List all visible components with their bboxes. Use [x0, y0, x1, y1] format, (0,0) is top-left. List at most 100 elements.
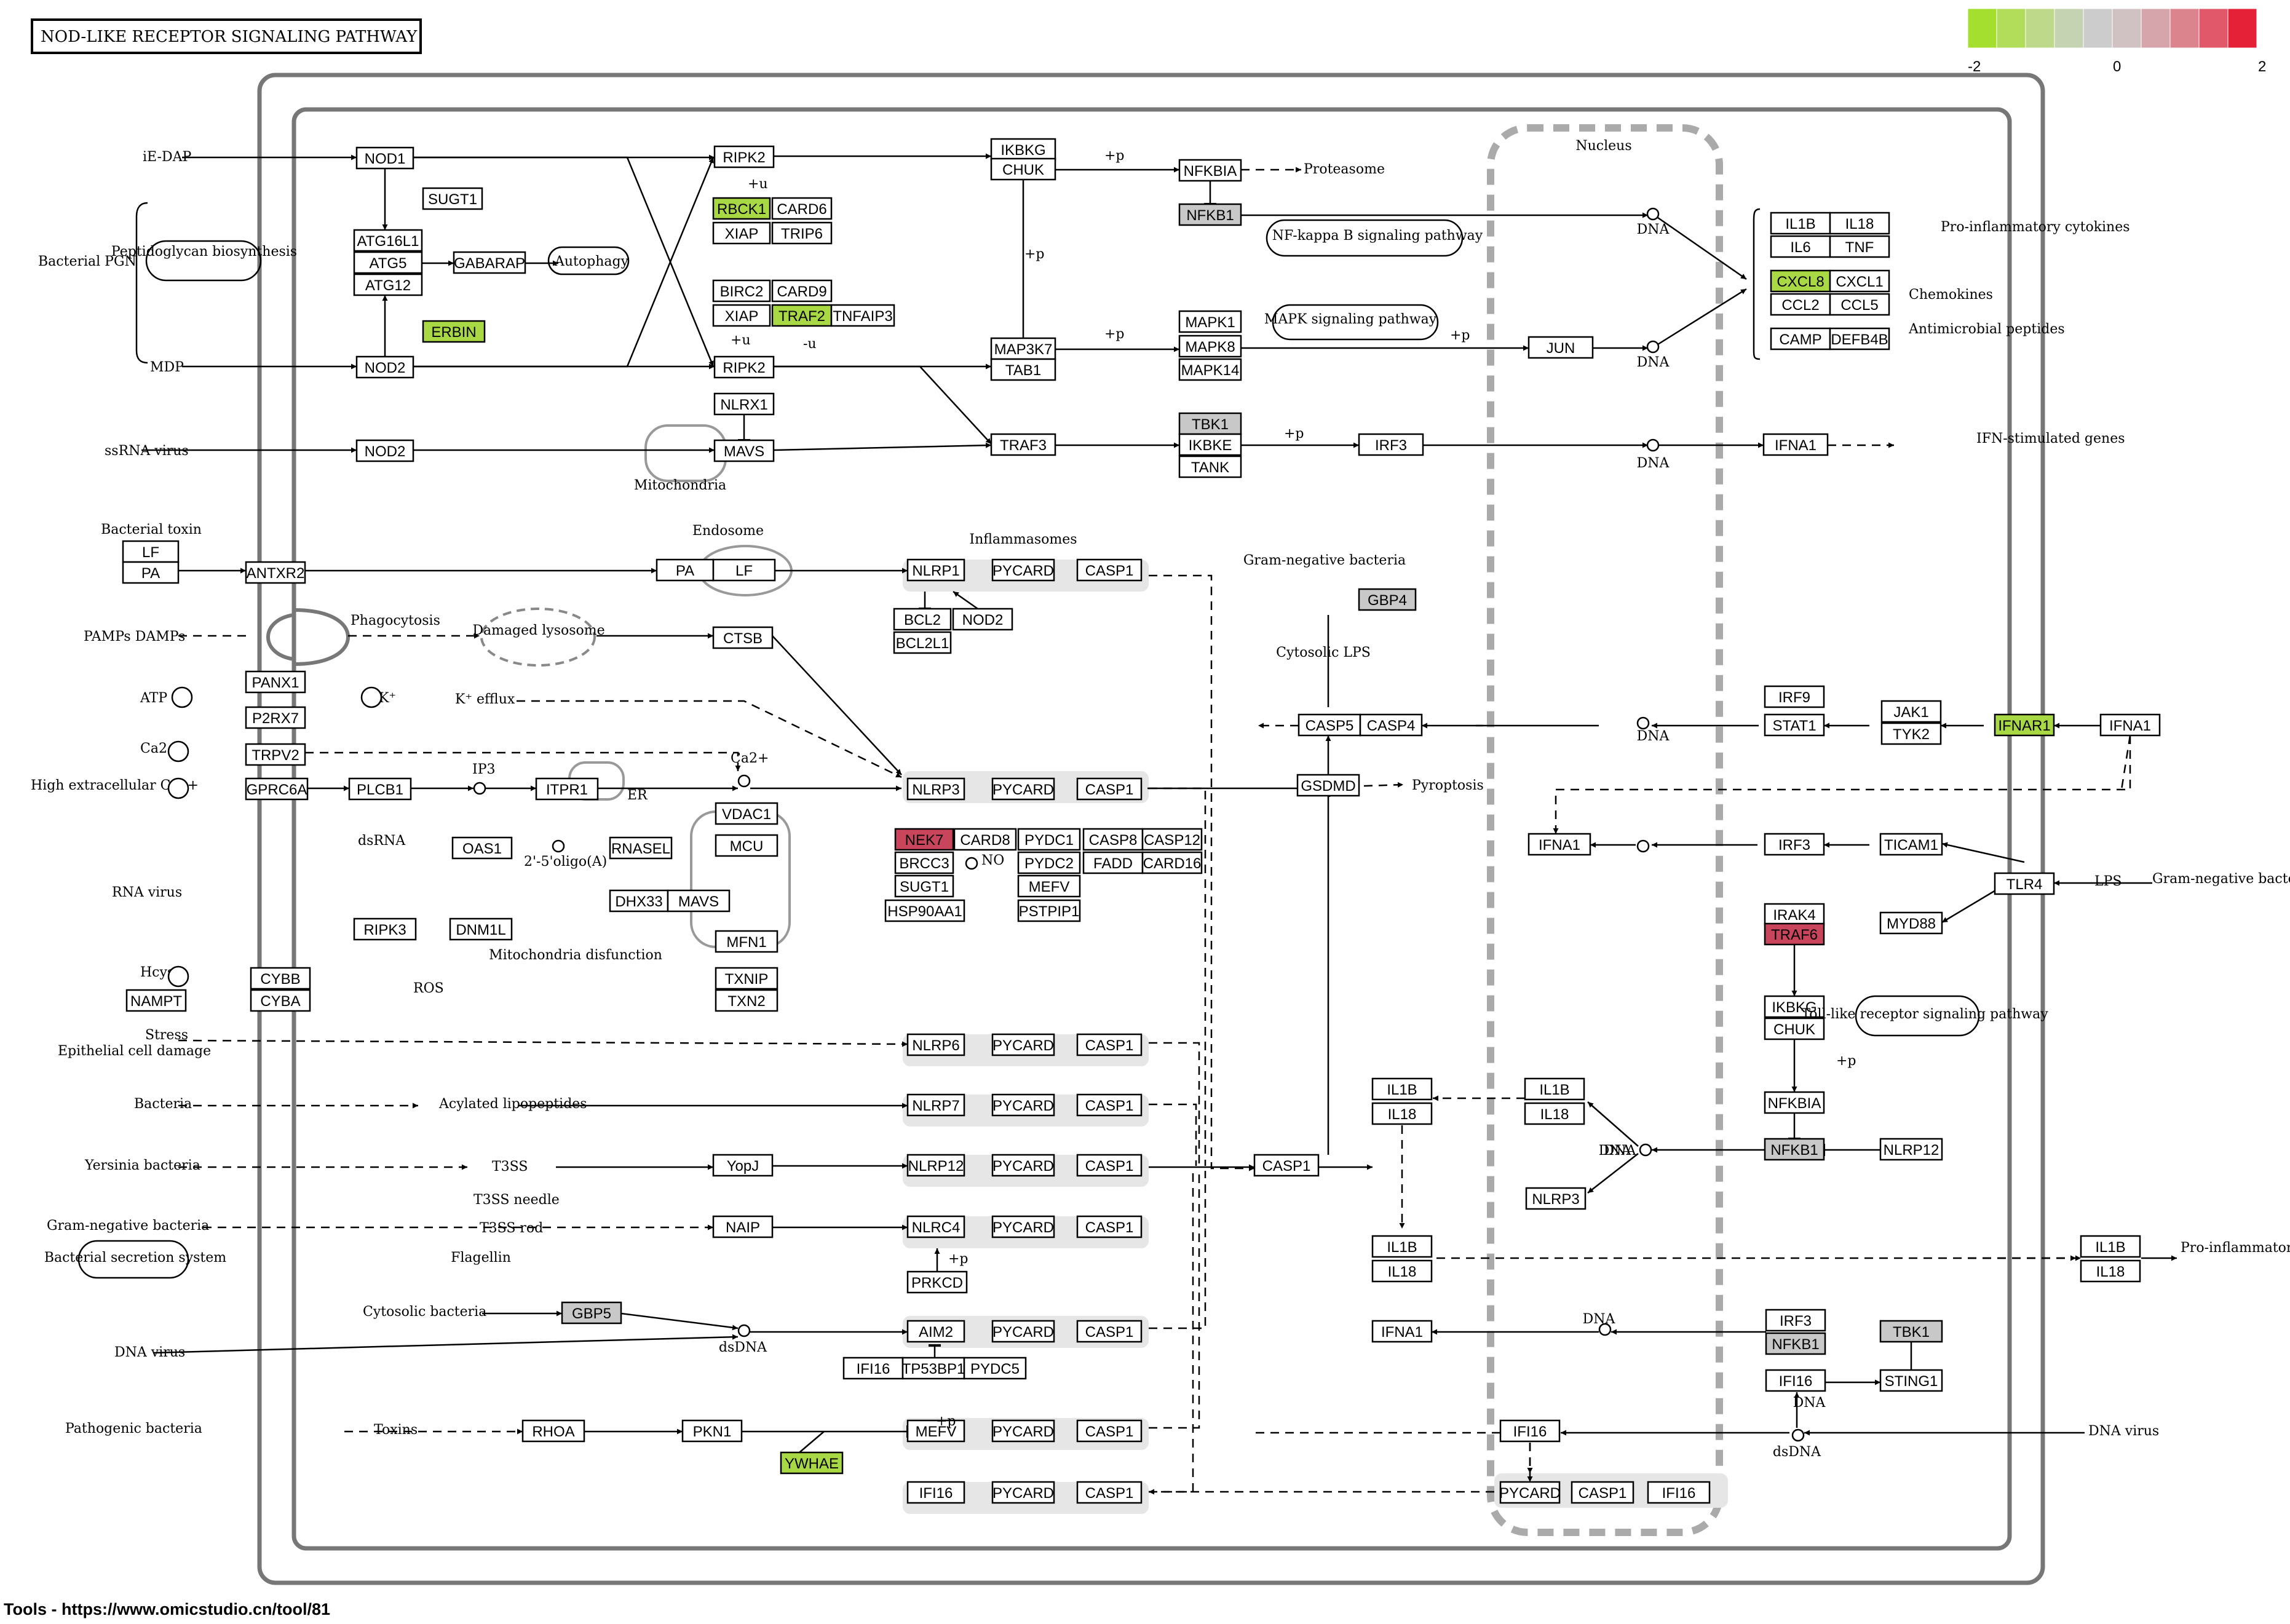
gene-node-ifna1[interactable]: IFNA1: [1762, 433, 1829, 456]
gene-node-bcl2l1[interactable]: BCL2L1: [893, 631, 952, 654]
gene-node-casp1[interactable]: CASP1: [1076, 1481, 1143, 1504]
gene-node-lf[interactable]: LF: [712, 558, 776, 582]
gene-node-nlrp3[interactable]: NLRP3: [1525, 1187, 1587, 1210]
gene-node-pycard[interactable]: PYCARD: [991, 777, 1055, 801]
gene-node-xiap[interactable]: XIAP: [712, 221, 771, 245]
gene-node-hsp90aa1[interactable]: HSP90AA1: [884, 899, 965, 922]
gene-node-irf9[interactable]: IRF9: [1764, 685, 1825, 708]
gene-node-casp1[interactable]: CASP1: [1076, 1215, 1143, 1238]
gene-node-tnfaip3[interactable]: TNFAIP3: [830, 304, 895, 327]
gene-node-nod2[interactable]: NOD2: [355, 439, 414, 462]
gene-node-nlrp12[interactable]: NLRP12: [906, 1154, 965, 1177]
gene-node-trip6[interactable]: TRIP6: [771, 221, 833, 245]
gene-node-bcl2[interactable]: BCL2: [893, 608, 952, 631]
gene-node-tnf[interactable]: TNF: [1829, 235, 1890, 258]
gene-node-cxcl8[interactable]: CXCL8: [1770, 269, 1831, 293]
gene-node-nod2[interactable]: NOD2: [355, 355, 414, 379]
gene-node-casp1[interactable]: CASP1: [1571, 1481, 1634, 1504]
gene-node-ripk2[interactable]: RIPK2: [713, 355, 775, 379]
gene-node-pydc5[interactable]: PYDC5: [963, 1357, 1027, 1380]
gene-node-nlrp6[interactable]: NLRP6: [906, 1033, 965, 1056]
gene-node-plcb1[interactable]: PLCB1: [348, 777, 412, 801]
gene-node-il1b[interactable]: IL1B: [1770, 212, 1831, 235]
gene-node-camp[interactable]: CAMP: [1770, 327, 1831, 351]
gene-node-yopj[interactable]: YopJ: [712, 1154, 774, 1177]
gene-node-ikbke[interactable]: IKBKE: [1178, 433, 1242, 456]
gene-node-ccl2[interactable]: CCL2: [1770, 293, 1831, 316]
gene-node-ifi16[interactable]: IFI16: [1765, 1369, 1826, 1392]
gene-node-pycard[interactable]: PYCARD: [991, 1320, 1055, 1343]
gene-node-casp1[interactable]: CASP1: [1076, 1320, 1143, 1343]
gene-node-cybb[interactable]: CYBB: [250, 967, 311, 990]
gene-node-il18[interactable]: IL18: [1371, 1259, 1433, 1283]
gene-node-dnm1l[interactable]: DNM1L: [449, 917, 513, 941]
gene-node-pa[interactable]: PA: [122, 561, 180, 584]
gene-node-gprc6a[interactable]: GPRC6A: [245, 777, 309, 801]
gene-node-jak1[interactable]: JAK1: [1880, 700, 1942, 723]
gene-node-xiap[interactable]: XIAP: [712, 304, 771, 327]
gene-node-tbk1[interactable]: TBK1: [1178, 412, 1242, 435]
gene-node-nlrc4[interactable]: NLRC4: [906, 1215, 965, 1238]
gene-node-traf3[interactable]: TRAF3: [990, 433, 1056, 456]
gene-node-mapk14[interactable]: MAPK14: [1178, 358, 1242, 381]
gene-node-rhoa[interactable]: RHOA: [521, 1419, 585, 1443]
gene-node-map3k7[interactable]: MAP3K7: [990, 337, 1056, 360]
gene-node-mavs[interactable]: MAVS: [713, 439, 775, 462]
gene-node-gbp5[interactable]: GBP5: [561, 1301, 622, 1325]
gene-node-stat1[interactable]: STAT1: [1764, 713, 1825, 737]
gene-node-vdac1[interactable]: VDAC1: [715, 802, 779, 825]
gene-node-pycard[interactable]: PYCARD: [991, 1481, 1055, 1504]
gene-node-jun[interactable]: JUN: [1527, 336, 1594, 359]
gene-node-nampt[interactable]: NAMPT: [125, 989, 187, 1012]
gene-node-il18[interactable]: IL18: [1829, 212, 1890, 235]
gene-node-ripk2[interactable]: RIPK2: [713, 145, 775, 168]
gene-node-antxr2[interactable]: ANTXR2: [245, 561, 306, 584]
gene-node-naip[interactable]: NAIP: [712, 1215, 774, 1238]
gene-node-nfkb1[interactable]: NFKB1: [1765, 1332, 1826, 1355]
gene-node-rnasel[interactable]: RNASEL: [609, 836, 673, 860]
gene-node-atg16l1[interactable]: ATG16L1: [353, 229, 423, 252]
gene-node-gbp4[interactable]: GBP4: [1358, 588, 1417, 611]
gene-node-nfkb1[interactable]: NFKB1: [1178, 203, 1242, 226]
gene-node-card16[interactable]: CARD16: [1141, 851, 1203, 874]
gene-node-irf3[interactable]: IRF3: [1765, 1309, 1826, 1332]
gene-node-casp1[interactable]: CASP1: [1076, 1033, 1143, 1056]
gene-node-ifna1[interactable]: IFNA1: [2099, 713, 2161, 737]
gene-node-gsdmd[interactable]: GSDMD: [1296, 774, 1360, 797]
gene-node-ifi16[interactable]: IFI16: [1647, 1481, 1711, 1504]
gene-node-traf2[interactable]: TRAF2: [771, 304, 833, 327]
gene-node-casp5[interactable]: CASP5: [1298, 713, 1361, 737]
gene-node-p2rx7[interactable]: P2RX7: [245, 706, 306, 729]
gene-node-mavs[interactable]: MAVS: [667, 889, 731, 913]
gene-node-casp1[interactable]: CASP1: [1076, 1154, 1143, 1177]
gene-node-ifna1[interactable]: IFNA1: [1371, 1320, 1433, 1343]
gene-node-il18[interactable]: IL18: [2080, 1259, 2141, 1283]
gene-node-ripk3[interactable]: RIPK3: [353, 917, 417, 941]
gene-node-ifi16[interactable]: IFI16: [1499, 1419, 1561, 1443]
gene-node-prkcd[interactable]: PRKCD: [906, 1270, 968, 1294]
gene-node-nek7[interactable]: NEK7: [894, 828, 954, 851]
gene-node-ifi16[interactable]: IFI16: [906, 1481, 965, 1504]
gene-node-tlr4[interactable]: TLR4: [1994, 872, 2055, 895]
gene-node-nlrp1[interactable]: NLRP1: [906, 558, 965, 582]
gene-node-pstpip1[interactable]: PSTPIP1: [1017, 899, 1081, 922]
gene-node-nfkb1[interactable]: NFKB1: [1764, 1138, 1825, 1161]
gene-node-panx1[interactable]: PANX1: [245, 670, 306, 694]
gene-node-tyk2[interactable]: TYK2: [1880, 722, 1942, 745]
gene-node-pycard[interactable]: PYCARD: [991, 558, 1055, 582]
gene-node-ifnar1[interactable]: IFNAR1: [1994, 713, 2055, 737]
gene-node-atg12[interactable]: ATG12: [353, 273, 423, 296]
gene-node-nlrp3[interactable]: NLRP3: [906, 777, 965, 801]
gene-node-mfn1[interactable]: MFN1: [715, 930, 779, 953]
gene-node-txn2[interactable]: TXN2: [715, 989, 779, 1012]
gene-node-irf3[interactable]: IRF3: [1764, 833, 1825, 856]
gene-node-ikbkg[interactable]: IKBKG: [990, 138, 1056, 161]
gene-node-nlrp7[interactable]: NLRP7: [906, 1093, 965, 1117]
gene-node-casp1[interactable]: CASP1: [1076, 777, 1143, 801]
gene-node-casp1[interactable]: CASP1: [1076, 1419, 1143, 1443]
gene-node-pycard[interactable]: PYCARD: [1499, 1481, 1561, 1504]
gene-node-pycard[interactable]: PYCARD: [991, 1093, 1055, 1117]
gene-node-ticam1[interactable]: TICAM1: [1879, 833, 1943, 856]
gene-node-mapk1[interactable]: MAPK1: [1178, 310, 1242, 333]
gene-node-aim2[interactable]: AIM2: [906, 1320, 965, 1343]
